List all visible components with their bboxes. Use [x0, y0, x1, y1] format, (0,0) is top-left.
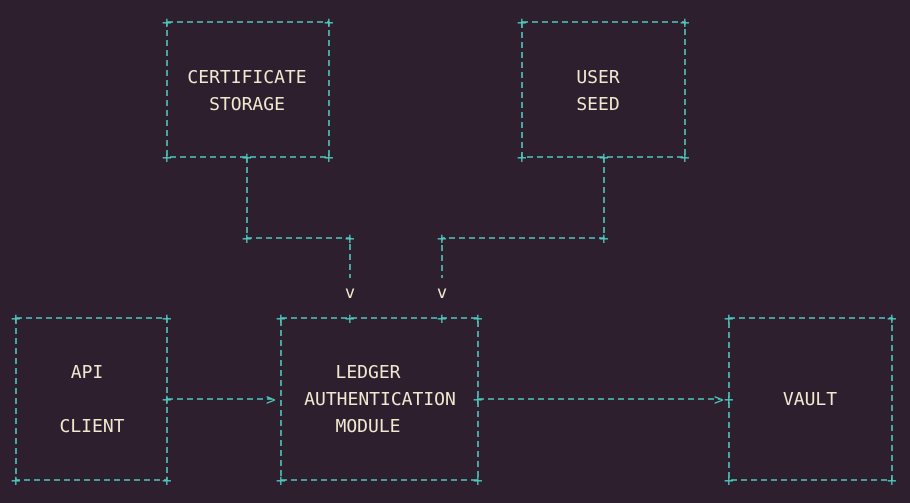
corner-marker: +: [11, 309, 21, 328]
corner-marker: +: [276, 309, 286, 328]
corner-marker: +: [242, 229, 252, 248]
certificate-storage-label-line2: STORAGE: [209, 94, 285, 115]
corner-marker: +: [11, 471, 21, 490]
corner-marker: +: [599, 229, 609, 248]
certificate-storage-label-line1: CERTIFICATE: [187, 67, 306, 88]
corner-marker: +: [680, 13, 690, 32]
corner-marker: +: [887, 309, 897, 328]
corner-marker: +: [324, 13, 334, 32]
corner-marker: +: [724, 471, 734, 490]
corner-marker: +: [162, 390, 172, 409]
corner-marker: +: [517, 13, 527, 32]
corner-marker: +: [437, 229, 447, 248]
corner-marker: +: [162, 148, 172, 167]
api-client-label-line1: API: [71, 362, 104, 383]
certificate-storage-box: [166, 21, 330, 158]
corner-marker: +: [162, 13, 172, 32]
right-arrow-icon: >: [714, 390, 724, 409]
certificate-storage-to-ledger-connector: [246, 157, 351, 278]
ledger-module-label-line2: AUTHENTICATION: [304, 389, 456, 410]
corner-marker: +: [162, 471, 172, 490]
corner-marker: +: [473, 471, 483, 490]
vault-box: [728, 317, 893, 481]
user-seed-box: [521, 21, 686, 158]
corner-marker: +: [276, 471, 286, 490]
corner-marker: +: [242, 148, 252, 167]
corner-marker: +: [887, 471, 897, 490]
corner-marker: +: [473, 309, 483, 328]
corner-marker: +: [437, 309, 447, 328]
corner-marker: +: [345, 309, 355, 328]
right-arrow-icon: >: [266, 390, 276, 409]
down-arrow-icon: v: [345, 283, 355, 303]
user-seed-label-line2: SEED: [576, 94, 619, 115]
user-seed-to-ledger-connector: [441, 157, 605, 278]
ledger-module-label-line3: MODULE: [335, 416, 400, 437]
corner-marker: +: [599, 148, 609, 167]
corner-marker: +: [345, 229, 355, 248]
junction-markers: + + + + + + + + + + + + + + + + + + + + …: [11, 13, 897, 490]
corner-marker: +: [162, 309, 172, 328]
corner-marker: +: [680, 148, 690, 167]
ledger-module-label-line1: LEDGER: [335, 362, 400, 383]
corner-marker: +: [724, 390, 734, 409]
corner-marker: +: [324, 148, 334, 167]
corner-marker: +: [473, 390, 483, 409]
down-arrow-icon: v: [437, 283, 447, 303]
api-client-box: [15, 317, 168, 481]
corner-marker: +: [724, 309, 734, 328]
corner-marker: +: [517, 148, 527, 167]
user-seed-label-line1: USER: [576, 67, 620, 88]
api-client-label-line2: CLIENT: [59, 416, 124, 437]
vault-label: VAULT: [783, 389, 837, 410]
